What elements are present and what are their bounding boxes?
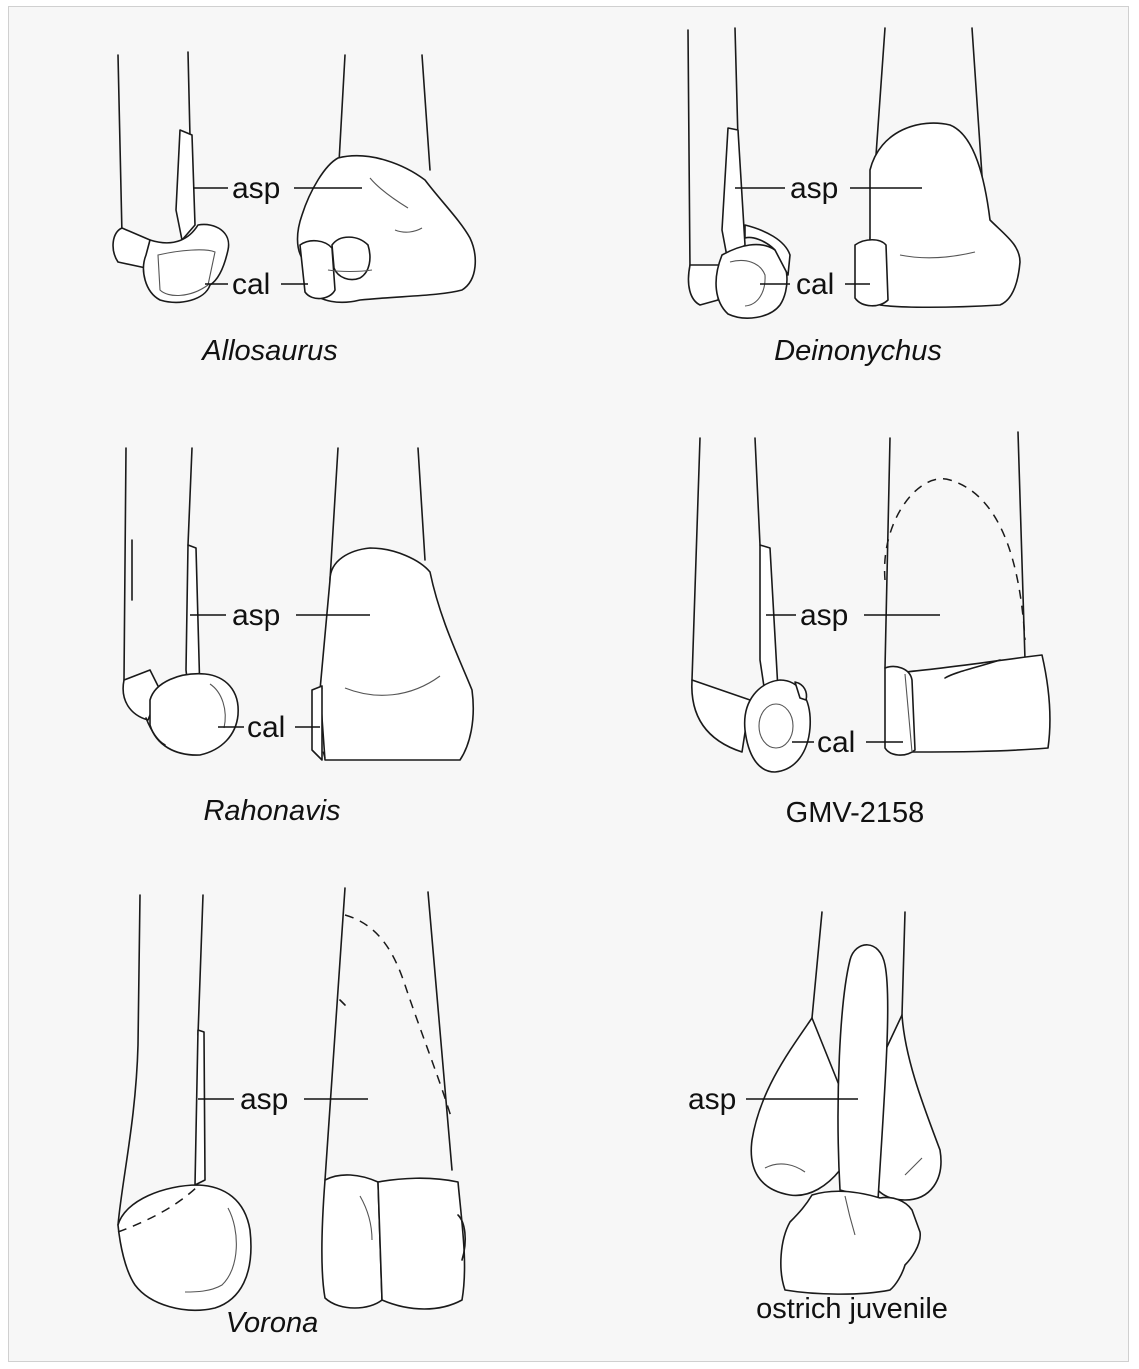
caption-allosaurus: Allosaurus (200, 335, 337, 367)
panel-gmv-2158: asp cal GMV-2158 (692, 432, 1050, 829)
allosaurus-lateral-view (113, 52, 229, 302)
ostrich-juvenile-anterior-view (751, 912, 941, 1294)
allosaurus-cal-label: cal (232, 268, 270, 301)
caption-vorona: Vorona (226, 1307, 318, 1339)
gmv-2158-asp-label: asp (800, 599, 848, 632)
deinonychus-cal-label: cal (796, 268, 834, 301)
allosaurus-anterior-view (298, 55, 476, 302)
gmv-2158-cal-label: cal (817, 726, 855, 759)
vorona-asp-label: asp (240, 1083, 288, 1116)
caption-deinonychus: Deinonychus (774, 335, 942, 367)
rahonavis-lateral-view (123, 448, 238, 755)
caption-rahonavis: Rahonavis (203, 795, 340, 827)
caption-gmv-2158: GMV-2158 (786, 797, 925, 829)
caption-ostrich-juvenile: ostrich juvenile (756, 1293, 948, 1325)
panel-rahonavis: asp cal Rahonavis (123, 448, 473, 827)
ostrich-asp-label: asp (688, 1083, 736, 1116)
gmv-2158-lateral-view (692, 438, 810, 772)
deinonychus-lateral-view (688, 28, 790, 318)
panel-ostrich-juvenile: asp ostrich juvenile (688, 912, 948, 1325)
panel-vorona: asp Vorona (118, 888, 465, 1339)
deinonychus-anterior-view (855, 28, 1020, 307)
rahonavis-asp-label: asp (232, 599, 280, 632)
gmv-2158-anterior-view (885, 432, 1050, 755)
vorona-lateral-view (118, 895, 251, 1310)
rahonavis-cal-label: cal (247, 711, 285, 744)
deinonychus-asp-label: asp (790, 172, 838, 205)
allosaurus-asp-label: asp (232, 172, 280, 205)
rahonavis-anterior-view (312, 448, 473, 760)
panel-deinonychus: asp cal Deinonychus (688, 28, 1020, 367)
panel-allosaurus: asp cal Allosaurus (113, 52, 475, 367)
